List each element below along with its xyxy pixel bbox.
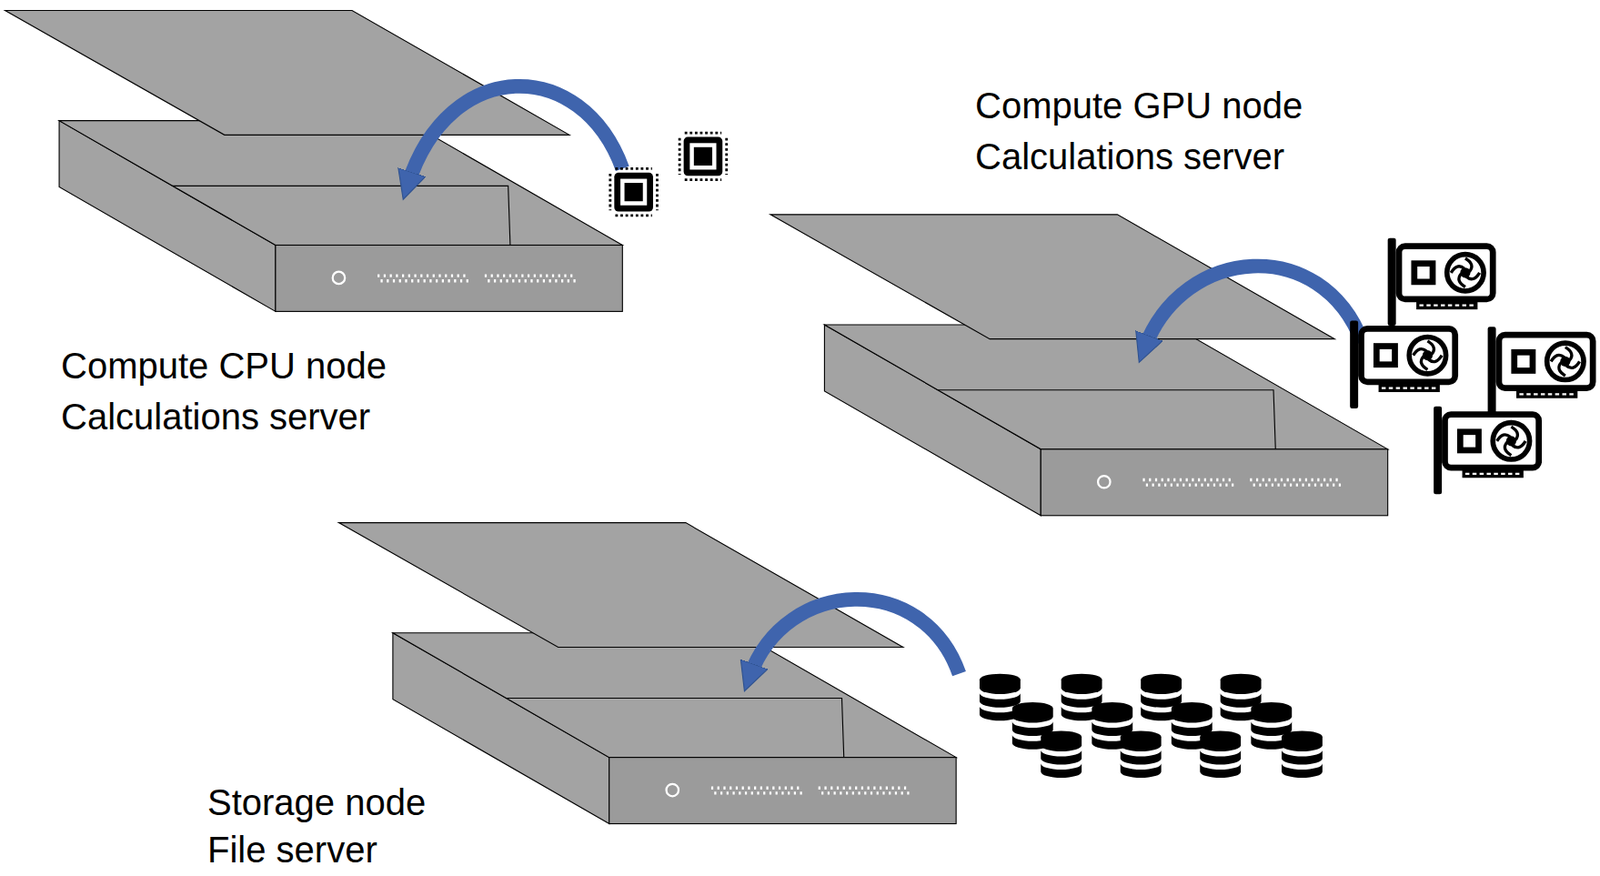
server-label: Storage node [207, 780, 426, 825]
server-label: File server [207, 827, 378, 872]
server-label: Compute CPU node [60, 343, 387, 388]
server-label: Calculations server [975, 134, 1285, 179]
server-label: Calculations server [60, 394, 371, 439]
server-label: Compute GPU node [975, 83, 1303, 128]
